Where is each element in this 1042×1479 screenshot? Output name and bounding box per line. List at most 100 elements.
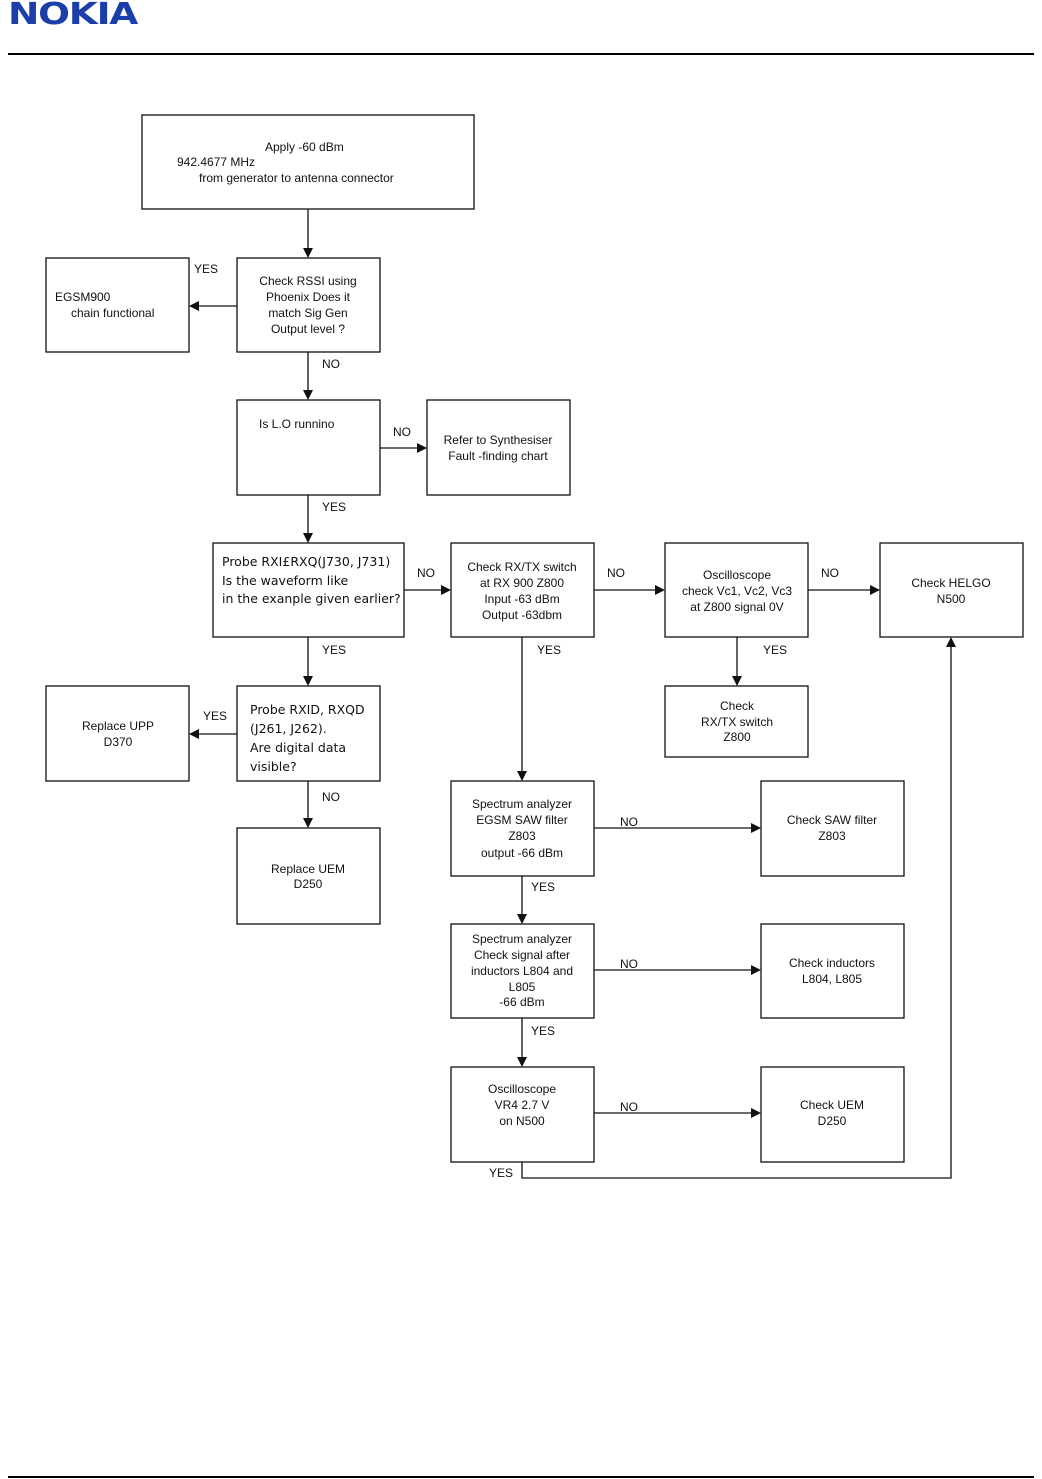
node-uem-replace: Replace UEM D250 bbox=[236, 827, 381, 925]
label-yes-probe-rxid: YES bbox=[203, 709, 227, 723]
node-apply-line-2: 942.4677 MHz bbox=[177, 155, 255, 169]
node-inductor-spectrum: Spectrum analyzer Check signal after ind… bbox=[450, 923, 595, 1019]
node-lo-line-1: Is L.O runnino bbox=[259, 417, 335, 431]
node-helgo-line-1: Check HELGO bbox=[911, 576, 990, 590]
edge-labels: YES NO NO YES NO YES NO YES NO YES YES N… bbox=[194, 262, 839, 1180]
arrowhead-icon bbox=[870, 585, 880, 595]
node-uem-check-line-1: Check UEM bbox=[800, 1098, 864, 1112]
node-probe-rxid-line-4: visible? bbox=[250, 759, 297, 774]
label-no-lo: NO bbox=[393, 425, 411, 439]
label-no-probe-rxi: NO bbox=[417, 566, 435, 580]
arrowhead-icon bbox=[441, 585, 451, 595]
node-synth-line-1: Refer to Synthesiser bbox=[444, 433, 553, 447]
node-synth-line-2: Fault -finding chart bbox=[448, 449, 548, 463]
arrowhead-icon bbox=[751, 823, 761, 833]
node-synth: Refer to Synthesiser Fault -finding char… bbox=[426, 399, 571, 496]
label-yes-lo: YES bbox=[322, 500, 346, 514]
node-rxtx-line-3: Input -63 dBm bbox=[484, 592, 559, 606]
node-inductor-spectrum-line-3: inductors L804 and bbox=[471, 964, 573, 978]
node-uem-check-line-2: D250 bbox=[818, 1114, 847, 1128]
node-upp-line-2: D370 bbox=[104, 735, 133, 749]
node-rxtx-line-2: at RX 900 Z800 bbox=[480, 576, 564, 590]
label-yes-osc2: YES bbox=[489, 1166, 513, 1180]
node-probe-rxi-line-3: in the exanple given earlier? bbox=[222, 591, 401, 606]
node-rssi-line-4: Output level ? bbox=[271, 322, 345, 336]
node-osc2: Oscilloscope VR4 2.7 V on N500 bbox=[450, 1066, 595, 1163]
node-inductor-check: Check inductors L804, L805 bbox=[760, 923, 905, 1019]
node-saw-spectrum-line-3: Z803 bbox=[508, 829, 536, 843]
arrowhead-icon bbox=[303, 818, 313, 828]
arrowhead-icon bbox=[303, 676, 313, 686]
node-osc2-line-2: VR4 2.7 V bbox=[495, 1098, 550, 1112]
node-upp: Replace UPP D370 bbox=[45, 685, 190, 782]
node-rxtx-line-4: Output -63dbm bbox=[482, 608, 562, 622]
node-saw-spectrum-line-1: Spectrum analyzer bbox=[472, 797, 572, 811]
arrowhead-icon bbox=[189, 729, 199, 739]
node-osc2-line-1: Oscilloscope bbox=[488, 1082, 556, 1096]
label-yes-rxtx: YES bbox=[537, 643, 561, 657]
node-inductor-spectrum-line-1: Spectrum analyzer bbox=[472, 932, 572, 946]
label-no-saw: NO bbox=[620, 815, 638, 829]
arrowhead-icon bbox=[946, 637, 956, 647]
node-lo: Is L.O runnino bbox=[236, 399, 381, 496]
node-saw-check-line-1: Check SAW filter bbox=[787, 813, 877, 827]
nokia-logo: NOKIA bbox=[8, 0, 138, 32]
label-yes-ind: YES bbox=[531, 1024, 555, 1038]
node-osc1: Oscilloscope check Vc1, Vc2, Vc3 at Z800… bbox=[664, 542, 809, 638]
node-rxtx-switch-line-2: RX/TX switch bbox=[701, 715, 773, 729]
footer-rule bbox=[8, 1476, 1034, 1478]
arrowhead-icon bbox=[732, 676, 742, 686]
node-rssi-line-2: Phoenix Does it bbox=[266, 290, 351, 304]
label-no-osc1: NO bbox=[821, 566, 839, 580]
node-saw-check-line-2: Z803 bbox=[818, 829, 846, 843]
node-saw-spectrum-line-2: EGSM SAW filter bbox=[476, 813, 568, 827]
label-no-ind: NO bbox=[620, 957, 638, 971]
arrowhead-icon bbox=[189, 301, 199, 311]
node-osc1-line-3: at Z800 signal 0V bbox=[690, 600, 783, 614]
node-inductor-spectrum-line-5: -66 dBm bbox=[499, 995, 544, 1009]
node-rssi-line-1: Check RSSI using bbox=[259, 274, 356, 288]
node-probe-rxid-line-3: Are digital data bbox=[250, 740, 346, 755]
arrowhead-icon bbox=[303, 533, 313, 543]
node-rxtx-switch: Check RX/TX switch Z800 bbox=[664, 685, 809, 758]
node-apply-line-1: Apply -60 dBm bbox=[265, 140, 344, 154]
node-osc1-line-1: Oscilloscope bbox=[703, 568, 771, 582]
node-apply-line-3: from generator to antenna connector bbox=[199, 171, 394, 185]
connectors bbox=[189, 209, 956, 1179]
label-yes-osc1: YES bbox=[763, 643, 787, 657]
label-no-osc2: NO bbox=[620, 1100, 638, 1114]
label-yes-saw: YES bbox=[531, 880, 555, 894]
node-probe-rxid: Probe RXID, RXQD (J261, J262). Are digit… bbox=[236, 685, 381, 782]
label-no-probe-rxid: NO bbox=[322, 790, 340, 804]
arrowhead-icon bbox=[517, 914, 527, 924]
arrowhead-icon bbox=[655, 585, 665, 595]
node-rssi: Check RSSI using Phoenix Does it match S… bbox=[236, 257, 381, 353]
arrowhead-icon bbox=[751, 1108, 761, 1118]
node-rxtx: Check RX/TX switch at RX 900 Z800 Input … bbox=[450, 542, 595, 638]
node-helgo-line-2: N500 bbox=[937, 592, 966, 606]
node-inductor-check-line-2: L804, L805 bbox=[802, 972, 862, 986]
label-no-rxtx: NO bbox=[607, 566, 625, 580]
node-saw-spectrum: Spectrum analyzer EGSM SAW filter Z803 o… bbox=[450, 780, 595, 877]
arrowhead-icon bbox=[517, 1057, 527, 1067]
node-upp-line-1: Replace UPP bbox=[82, 719, 154, 733]
arrowhead-icon bbox=[417, 443, 427, 453]
node-rxtx-switch-line-3: Z800 bbox=[723, 730, 751, 744]
node-inductor-check-line-1: Check inductors bbox=[789, 956, 875, 970]
node-rxtx-switch-line-1: Check bbox=[720, 699, 755, 713]
node-osc1-line-2: check Vc1, Vc2, Vc3 bbox=[682, 584, 792, 598]
node-rxtx-line-1: Check RX/TX switch bbox=[467, 560, 576, 574]
node-probe-rxi-line-1: Probe RXI£RXQ(J730, J731) bbox=[222, 554, 390, 569]
node-helgo: Check HELGO N500 bbox=[879, 542, 1024, 638]
node-inductor-spectrum-line-2: Check signal after bbox=[474, 948, 570, 962]
label-yes-probe-rxi: YES bbox=[322, 643, 346, 657]
node-probe-rxid-line-1: Probe RXID, RXQD bbox=[250, 702, 365, 717]
node-probe-rxi: Probe RXI£RXQ(J730, J731) Is the wavefor… bbox=[212, 542, 405, 638]
arrowhead-icon bbox=[303, 390, 313, 400]
node-saw-check: Check SAW filter Z803 bbox=[760, 780, 905, 877]
node-uem-replace-line-1: Replace UEM bbox=[271, 862, 345, 876]
node-apply: Apply -60 dBm 942.4677 MHz from generato… bbox=[141, 114, 475, 210]
node-egsm-line-1: EGSM900 bbox=[55, 290, 111, 304]
node-probe-rxi-line-2: Is the waveform like bbox=[222, 573, 348, 588]
